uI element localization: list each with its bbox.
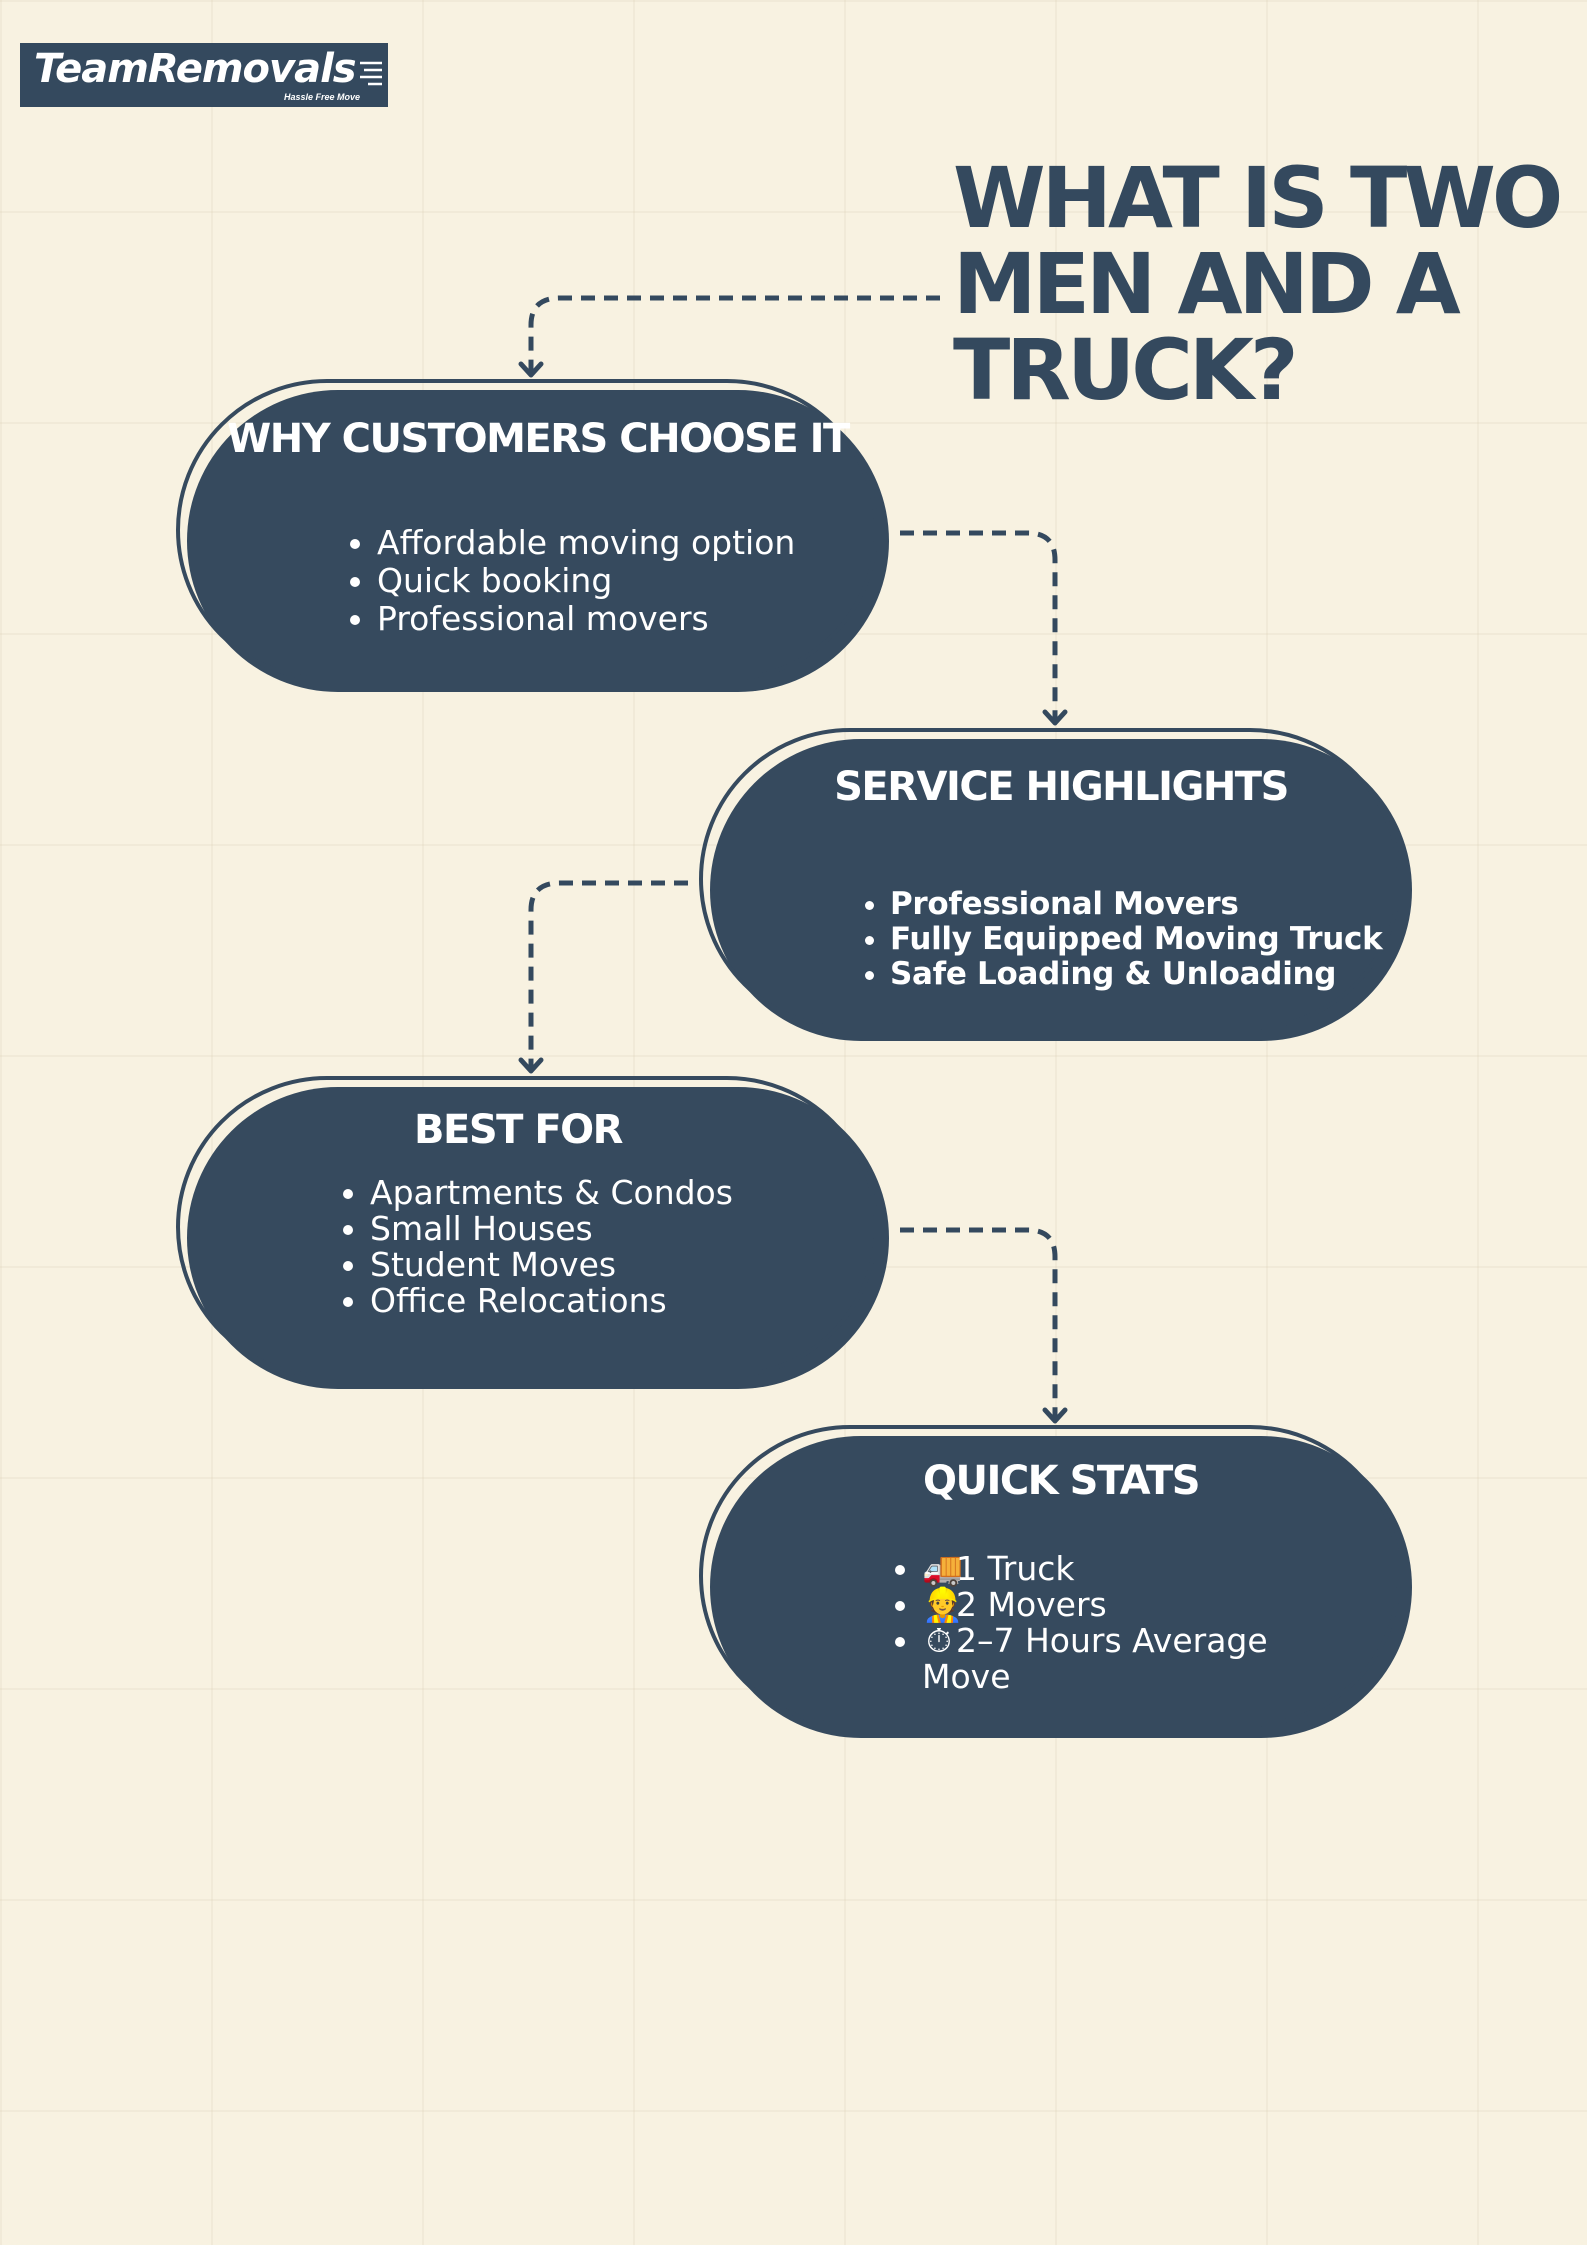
- list-item: ⏱2–7 Hours Average Move: [922, 1623, 1302, 1695]
- box-outline: [699, 728, 1401, 1030]
- quick-stats-box: QUICK STATS 🚚1 Truck 👷2 Movers ⏱2–7 Hour…: [699, 1425, 1412, 1738]
- speed-lines-icon: [360, 61, 382, 86]
- connector-best-to-stats: [900, 1227, 1058, 1418]
- list-item: Student Moves: [370, 1247, 733, 1283]
- box-outline: [699, 1425, 1401, 1727]
- connector-service-to-best: [528, 880, 688, 1068]
- list-item: Professional movers: [377, 600, 795, 638]
- box-outline: [176, 1076, 878, 1378]
- list-item: Safe Loading & Unloading: [890, 957, 1382, 992]
- list-item: 🚚1 Truck: [922, 1551, 1302, 1587]
- list-item: Affordable moving option: [377, 524, 795, 562]
- truck-icon: 🚚: [922, 1549, 964, 1588]
- list-item: 👷2 Movers: [922, 1587, 1302, 1623]
- list-item: Quick booking: [377, 562, 795, 600]
- brand-tagline: Hassle Free Move: [283, 92, 360, 102]
- page-title: WHAT IS TWO MEN AND A TRUCK?: [953, 149, 1563, 419]
- best-for-box: BEST FOR Apartments & Condos Small House…: [176, 1076, 889, 1389]
- why-customers-list: Affordable moving option Quick booking P…: [347, 524, 795, 638]
- stat-text: 1 Truck: [956, 1549, 1075, 1588]
- brand-name: TeamRemovals: [34, 46, 357, 92]
- box-outline: [176, 379, 878, 681]
- why-customers-title: WHY CUSTOMERS CHOOSE IT: [227, 416, 850, 462]
- connector-title-to-why: [528, 295, 940, 372]
- list-item: Professional Movers: [890, 887, 1382, 922]
- list-item: Fully Equipped Moving Truck: [890, 922, 1383, 957]
- quick-stats-title: QUICK STATS: [922, 1458, 1201, 1504]
- best-for-list: Apartments & Condos Small Houses Student…: [340, 1175, 733, 1319]
- list-item: Office Relocations: [370, 1283, 733, 1319]
- quick-stats-list: 🚚1 Truck 👷2 Movers ⏱2–7 Hours Average Mo…: [892, 1551, 1302, 1695]
- connector-why-to-service: [900, 530, 1058, 720]
- arrowhead-service: [1042, 709, 1068, 726]
- best-for-title: BEST FOR: [414, 1107, 623, 1153]
- list-item: Apartments & Condos: [370, 1175, 733, 1211]
- stat-text: 2–7 Hours Average Move: [922, 1621, 1268, 1696]
- arrowhead-best: [518, 1057, 544, 1074]
- service-highlights-list: Professional Movers Fully Equipped Movin…: [860, 887, 1383, 992]
- brand-logo: TeamRemovals Hassle Free Move: [20, 43, 388, 107]
- service-highlights-box: SERVICE HIGHLIGHTS Professional Movers F…: [699, 728, 1412, 1041]
- service-highlights-title: SERVICE HIGHLIGHTS: [834, 764, 1289, 810]
- arrowhead-why: [518, 361, 544, 378]
- list-item: Small Houses: [370, 1211, 733, 1247]
- mover-icon: 👷: [922, 1585, 964, 1624]
- arrowhead-stats: [1042, 1407, 1068, 1424]
- why-customers-box: WHY CUSTOMERS CHOOSE IT Affordable movin…: [176, 379, 889, 692]
- stopwatch-icon: ⏱: [926, 1621, 952, 1660]
- stat-text: 2 Movers: [956, 1585, 1107, 1624]
